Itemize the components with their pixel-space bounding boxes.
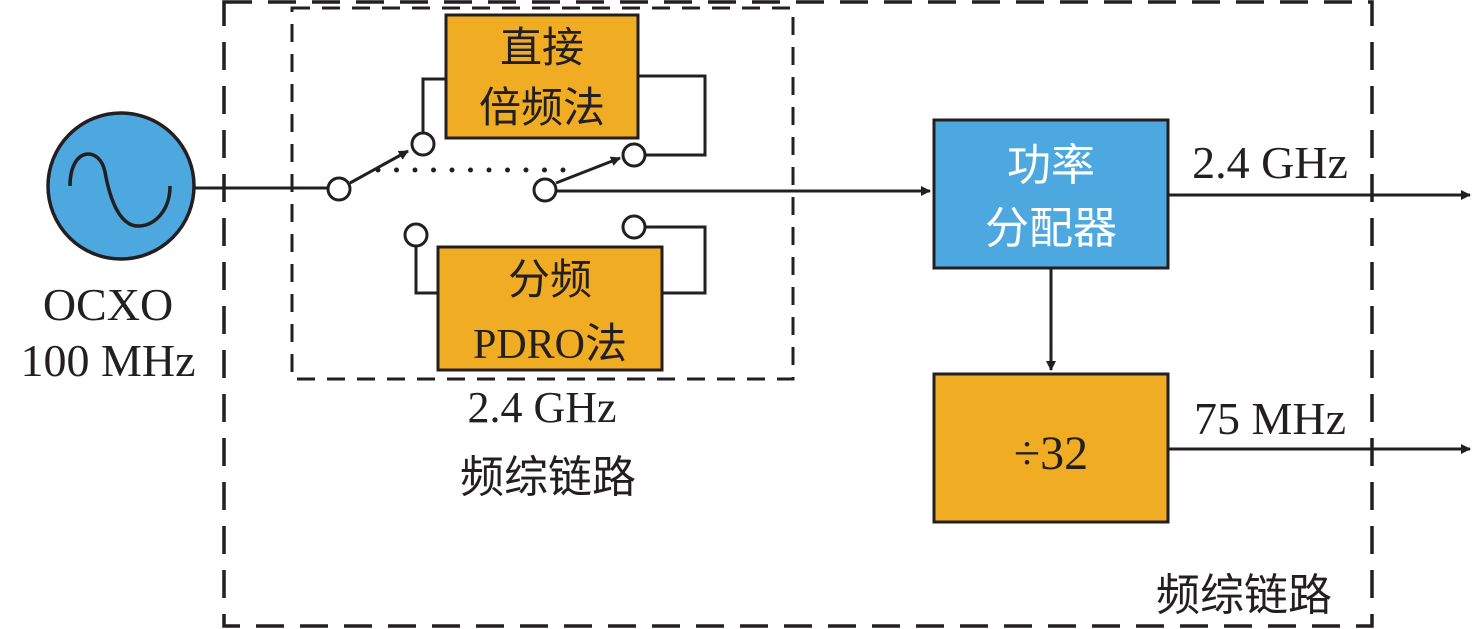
pdro-block-line2: PDRO法 xyxy=(473,322,627,368)
switch-pdro-contact-out xyxy=(621,214,647,240)
direct-block-output-wire xyxy=(638,74,707,157)
ocxo-frequency-label: 100 MHz xyxy=(20,335,195,386)
ocxo-oscillator xyxy=(46,111,196,261)
pdro-block-line1: 分频 xyxy=(508,258,592,304)
switch-output-contact xyxy=(532,177,558,203)
switch-group-caption-name: 频综链路 xyxy=(460,453,636,502)
direct-block-line2: 倍频法 xyxy=(479,85,605,132)
power-divider-line2: 分配器 xyxy=(985,204,1117,253)
switch-direct-contact-in xyxy=(410,131,436,157)
outer-boundary xyxy=(222,0,1374,628)
output-75mhz-label: 75 MHz xyxy=(1194,393,1346,444)
pdro-block-output-wire xyxy=(646,225,707,295)
switch-arm-right xyxy=(555,156,621,185)
divide-by-32-label: ÷32 xyxy=(1014,427,1088,480)
pdro-block-input-wire xyxy=(414,245,438,295)
divide-by-32-block xyxy=(932,372,1170,524)
ocxo-label: OCXO xyxy=(43,279,173,330)
switch-direct-contact-out xyxy=(621,142,647,168)
switch-input-contact xyxy=(326,176,352,202)
switch-group-boundary xyxy=(290,6,795,381)
switch-pdro-contact-in xyxy=(403,222,429,248)
output-2-4ghz-label: 2.4 GHz xyxy=(1192,137,1348,188)
direct-multiplier-block xyxy=(444,13,640,140)
direct-block-line1: 直接 xyxy=(500,26,584,72)
power-divider-line1: 功率 xyxy=(1007,141,1095,190)
outer-boundary-caption: 频综链路 xyxy=(1156,571,1332,620)
switch-group-caption-freq: 2.4 GHz xyxy=(467,383,616,432)
switch-arm-left xyxy=(349,149,409,185)
direct-block-input-wire xyxy=(421,77,446,132)
pdro-block xyxy=(436,245,664,372)
sine-wave-icon xyxy=(68,152,172,228)
